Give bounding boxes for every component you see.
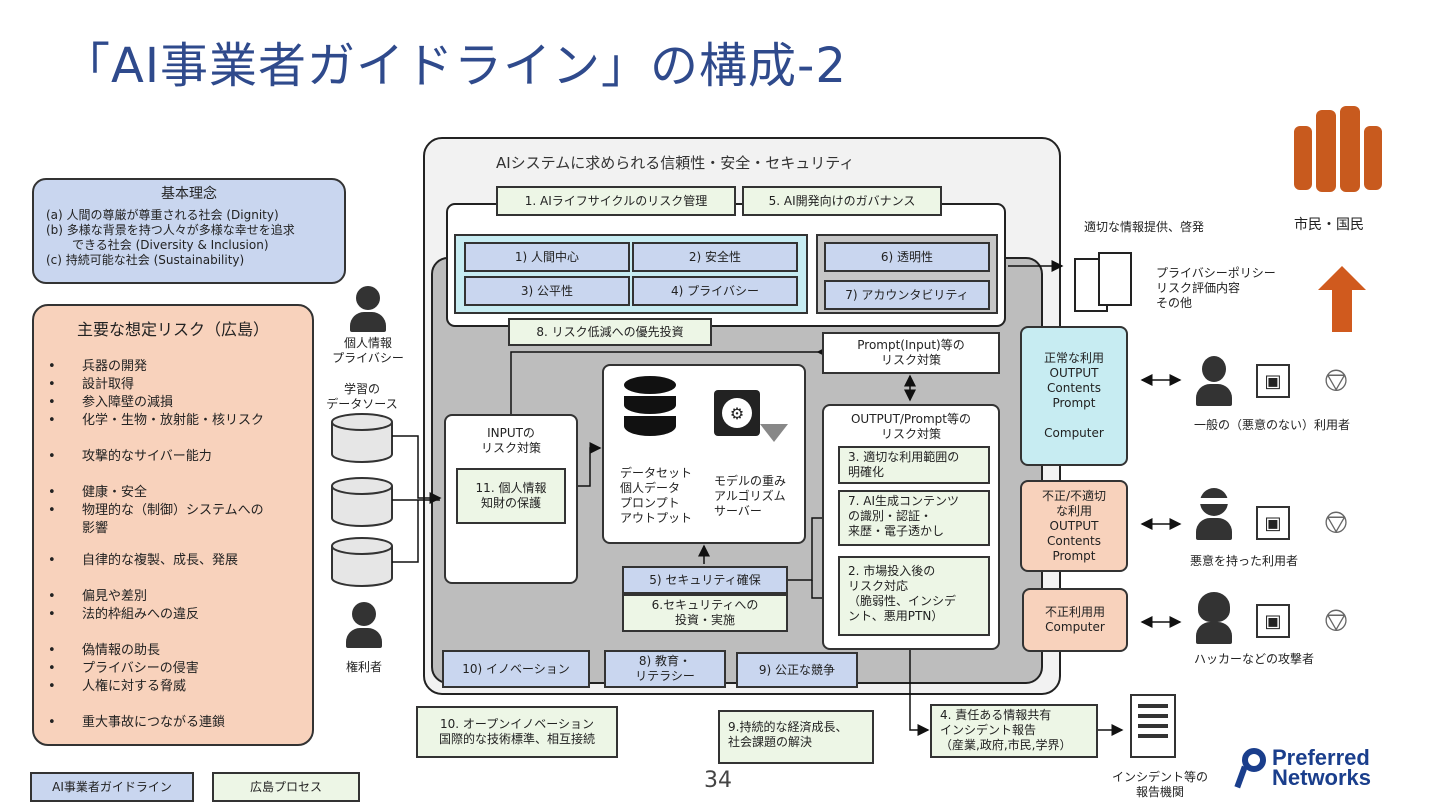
citizens-icon <box>1280 96 1400 200</box>
basic-item: (a) 人間の尊厳が尊重される社会 (Dignity) <box>46 207 279 222</box>
principle-transparency: 6) 透明性 <box>824 242 990 272</box>
growth-tag: 9.持続的な経済成長、 社会課題の解決 <box>718 710 874 764</box>
competition-tag: 9) 公正な競争 <box>736 652 858 688</box>
up-arrow-icon <box>1318 266 1366 332</box>
content-id-tag: 7. AI生成コンテンツ の識別・認証・ 来歴・電子透かし <box>838 490 990 546</box>
docs-label: プライバシーポリシー リスク評価内容 その他 <box>1156 266 1276 310</box>
open-innovation-tag: 10. オープンイノベーション 国際的な技術標準、相互接続 <box>416 706 618 758</box>
data-items: データセット 個人データ プロンプト アウトプット <box>620 466 693 525</box>
input-risk-box: INPUTの リスク対策 11. 個人情報 知財の保護 <box>444 414 578 584</box>
fraud-use-box: 不正利用用 Computer <box>1022 588 1128 652</box>
principle-privacy: 4) プライバシー <box>632 276 798 306</box>
basic-item: できる社会 (Diversity & Inclusion) <box>72 237 269 252</box>
risk-item: 物理的な（制御）システムへの <box>48 502 264 520</box>
basic-item: (c) 持続可能な社会 (Sustainability) <box>46 252 245 267</box>
person-icon <box>344 602 384 650</box>
personal-label: 個人情報 プライバシー <box>332 336 404 365</box>
priority-tag: 8. リスク低減への優先投資 <box>508 318 712 346</box>
document-icon <box>1074 252 1138 314</box>
output-title: OUTPUT/Prompt等の リスク対策 <box>850 412 971 441</box>
education-tag: 8) 教育・ リテラシー <box>604 650 726 688</box>
principle-fairness: 3) 公平性 <box>464 276 630 306</box>
risk-item: 参入障壁の減損 <box>48 394 264 412</box>
improper-use-box: 不正/不適切 な利用 OUTPUT Contents Prompt <box>1020 480 1128 572</box>
logo-line2: Networks <box>1272 765 1372 790</box>
building-icon <box>1130 694 1176 758</box>
risk-item: 化学・生物・放射能・核リスク <box>48 412 264 430</box>
malicious-user-icon <box>1194 488 1234 542</box>
prompt-risk-box: Prompt(Input)等の リスク対策 <box>822 332 1000 374</box>
brain-circuit-icon: ⎊ <box>1323 600 1349 639</box>
risk-item: 偽情報の助長 <box>48 642 264 660</box>
hacker-icon <box>1194 592 1234 644</box>
principle-safety: 2) 安全性 <box>632 242 798 272</box>
chip-icon: ▣ <box>1256 604 1290 638</box>
citizens-label: 市民・国民 <box>1294 217 1364 233</box>
risks-title: 主要な想定リスク（広島） <box>76 320 269 339</box>
brain-circuit-icon: ⎊ <box>1323 360 1349 399</box>
legend-hiroshima: 広島プロセス <box>212 772 360 802</box>
security-tag: 5) セキュリティ確保 <box>622 566 788 594</box>
main-title: AIシステムに求められる信頼性・安全・セキュリティ <box>496 154 855 172</box>
hacker-label: ハッカーなどの攻撃者 <box>1194 652 1315 666</box>
ip-protection-tag: 11. 個人情報 知財の保護 <box>456 468 566 524</box>
filter-icon <box>760 424 788 442</box>
basic-principles-box: 基本理念 (a) 人間の尊厳が尊重される社会 (Dignity) (b) 多様な… <box>32 178 346 284</box>
security-investment-tag: 6.セキュリティへの 投資・実施 <box>622 594 788 632</box>
brain-circuit-icon: ⎊ <box>1323 502 1349 541</box>
risk-item: 健康・安全 <box>48 484 264 502</box>
risks-box: 主要な想定リスク（広島） 兵器の開発 設計取得 参入障壁の減損 化学・生物・放射… <box>32 304 314 746</box>
principle-human: 1) 人間中心 <box>464 242 630 272</box>
basic-title: 基本理念 <box>161 186 217 202</box>
risk-item: 法的枠組みへの違反 <box>48 606 264 624</box>
risk-item: 設計取得 <box>48 376 264 394</box>
innovation-tag: 10) イノベーション <box>442 650 590 688</box>
user-icon <box>1194 356 1234 408</box>
input-title: INPUTの リスク対策 <box>480 426 541 455</box>
governance-tag: 5. AI開発向けのガバナンス <box>742 186 942 216</box>
basic-item: (b) 多様な背景を持つ人々が多様な幸せを追求 <box>46 222 295 237</box>
malicious-user-label: 悪意を持った利用者 <box>1190 554 1299 568</box>
risk-item: 自律的な複製、成長、発展 <box>48 552 264 570</box>
model-items: モデルの重み アルゴリズム サーバー <box>714 474 787 518</box>
pfn-logo-text: Preferred Networks <box>1272 745 1372 790</box>
chip-icon: ▣ <box>1256 506 1290 540</box>
risk-item: プライバシーの侵害 <box>48 660 264 678</box>
model-data-box: ⚙ データセット 個人データ プロンプト アウトプット モデルの重み アルゴリズ… <box>602 364 806 544</box>
pfn-logo-icon <box>1234 748 1270 792</box>
usage-scope-tag: 3. 適切な利用範囲の 明確化 <box>838 446 990 484</box>
normal-use-box: 正常な利用 OUTPUT Contents Prompt Computer <box>1020 326 1128 466</box>
normal-user-label: 一般の（悪意のない）利用者 <box>1194 418 1351 432</box>
chip-icon: ▣ <box>1256 364 1290 398</box>
risk-item: 影響 <box>82 521 109 536</box>
page-title: 「AI事業者ガイドライン」の構成-2 <box>62 38 847 94</box>
risk-item: 兵器の開発 <box>48 358 264 376</box>
agency-label: インシデント等の 報告機関 <box>1111 770 1208 799</box>
rights-holder-label: 権利者 <box>345 660 382 674</box>
post-market-tag: 2. 市場投入後の リスク対応 （脆弱性、インシデ ント、悪用PTN） <box>838 556 990 636</box>
person-icon <box>348 286 388 334</box>
ai-brain-chip-icon: ⚙ <box>704 380 770 446</box>
risk-item: 重大事故につながる連鎖 <box>48 714 264 732</box>
lifecycle-tag: 1. AIライフサイクルのリスク管理 <box>496 186 736 216</box>
page-number: 34 <box>704 768 732 793</box>
info-provision-label: 適切な情報提供、啓発 <box>1084 220 1205 234</box>
learning-data-label: 学習の データソース <box>326 382 398 411</box>
risk-item: 偏見や差別 <box>48 588 264 606</box>
output-risk-box: OUTPUT/Prompt等の リスク対策 3. 適切な利用範囲の 明確化 7.… <box>822 404 1000 650</box>
database-icon <box>624 376 676 442</box>
principle-accountability: 7) アカウンタビリティ <box>824 280 990 310</box>
legend-guideline: AI事業者ガイドライン <box>30 772 194 802</box>
logo-line1: Preferred <box>1272 745 1370 770</box>
risk-item: 攻撃的なサイバー能力 <box>48 448 264 466</box>
incident-report-tag: 4. 責任ある情報共有 インシデント報告 （産業,政府,市民,学界） <box>930 704 1098 758</box>
database-cylinder <box>331 413 393 587</box>
risk-item: 人権に対する脅威 <box>48 678 264 696</box>
